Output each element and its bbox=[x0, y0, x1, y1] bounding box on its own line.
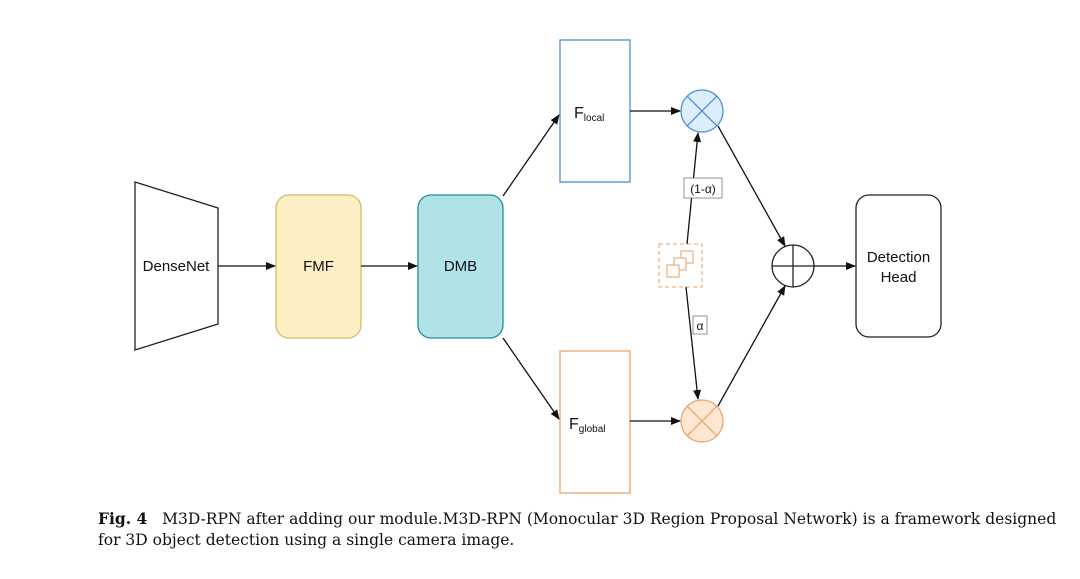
arrow-dmb-to-global bbox=[502, 337, 560, 420]
f-local-block: Flocal bbox=[559, 39, 631, 183]
fmf-label: FMF bbox=[303, 258, 334, 275]
detection-head-box bbox=[855, 194, 942, 338]
densenet-block: DenseNet bbox=[134, 181, 219, 351]
figure-label: Fig. 4 bbox=[98, 509, 148, 528]
f-local-main-label: F bbox=[574, 105, 584, 122]
local-multiply-node bbox=[680, 89, 724, 133]
f-global-box bbox=[559, 350, 631, 494]
arrow-weights-to-global-multiply bbox=[685, 286, 702, 400]
detection-head-block: Detection Head bbox=[855, 194, 942, 338]
attention-weights-icon bbox=[658, 243, 703, 288]
connections bbox=[218, 107, 856, 425]
one-minus-alpha-text: (1-α) bbox=[690, 182, 716, 196]
f-local-box bbox=[559, 39, 631, 183]
figure-caption: Fig. 4 M3D-RPN after adding our module.M… bbox=[98, 508, 1058, 551]
figure-caption-text: M3D-RPN after adding our module.M3D-RPN … bbox=[98, 510, 1057, 549]
f-global-block: Fglobal bbox=[559, 350, 631, 494]
f-local-subscript: local bbox=[584, 113, 605, 124]
alpha-text: α bbox=[697, 319, 704, 333]
sum-node bbox=[771, 244, 815, 288]
weight-label-alpha: α bbox=[692, 315, 708, 335]
dmb-block: DMB bbox=[417, 194, 504, 339]
architecture-diagram: DenseNet FMF DMB Flocal Fglobal bbox=[134, 39, 942, 494]
arrow-dmb-to-local bbox=[502, 114, 560, 197]
dmb-label: DMB bbox=[444, 258, 477, 275]
detection-head-label-line1: Detection bbox=[867, 249, 930, 266]
svg-text:Flocal: Flocal bbox=[574, 105, 604, 124]
weight-label-one-minus-alpha: (1-α) bbox=[683, 177, 723, 199]
arrow-local-multiply-to-sum bbox=[717, 125, 786, 247]
f-global-main-label: F bbox=[569, 416, 579, 433]
arrow-global-multiply-to-sum bbox=[717, 285, 786, 407]
global-multiply-node bbox=[680, 399, 724, 443]
detection-head-label-line2: Head bbox=[881, 269, 917, 286]
densenet-label: DenseNet bbox=[143, 258, 211, 275]
f-global-subscript: global bbox=[579, 424, 606, 435]
fmf-block: FMF bbox=[275, 194, 362, 339]
svg-text:Fglobal: Fglobal bbox=[569, 416, 605, 435]
dmb-box bbox=[417, 194, 504, 339]
